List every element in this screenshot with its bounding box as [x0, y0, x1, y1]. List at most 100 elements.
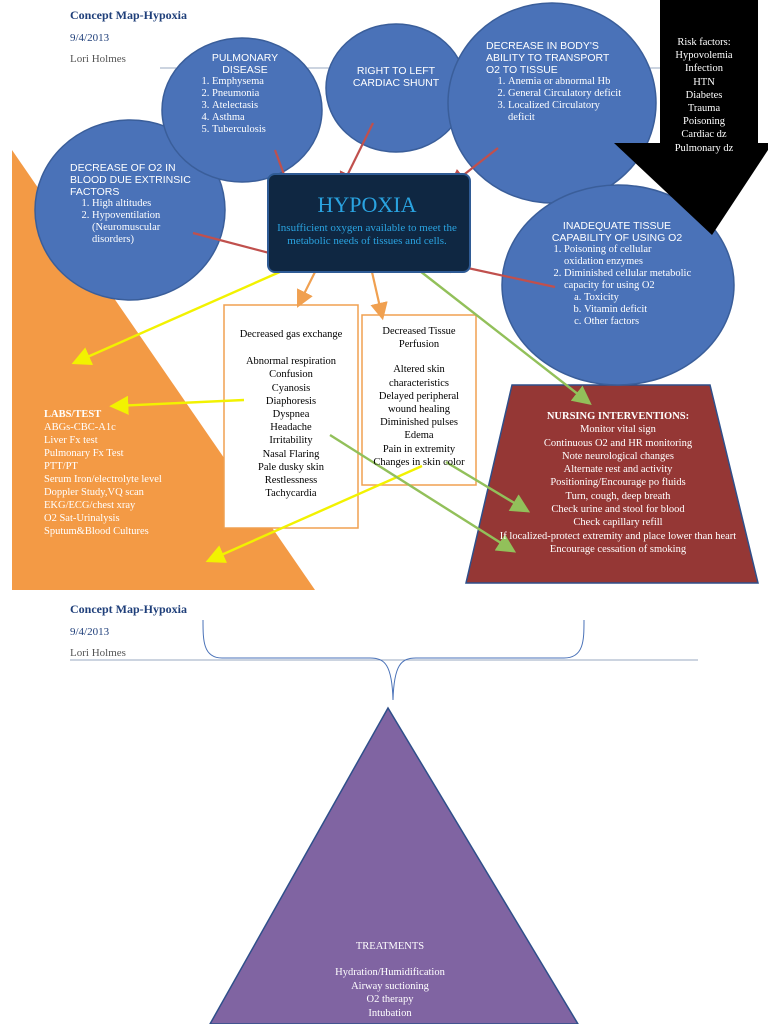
list-item: Abnormal respiration	[245, 356, 337, 368]
list-item: Pulmonary dz	[674, 142, 734, 154]
list-item: Hypoventilation (Neuromuscular disorders…	[92, 210, 200, 246]
list-item-text: Diminished cellular metabolic capacity f…	[564, 268, 692, 291]
header2-date: 9/4/2013	[70, 626, 110, 638]
list-item: Note neurological changes	[562, 450, 674, 462]
list-item: Changes in skin color	[373, 456, 465, 468]
list-item: Monitor vital sign	[580, 424, 656, 436]
list-item: Poisoning	[682, 116, 725, 128]
list-item: Infection	[685, 63, 723, 75]
list-item: Poisoning of cellular oxidation enzymes	[564, 244, 692, 268]
list-item: Pneumonia	[212, 88, 300, 100]
list-item: Check capillary refill	[573, 517, 663, 529]
list-item: Airway suctioning	[351, 980, 429, 992]
arrow-hypoxia-labs	[71, 269, 283, 365]
list-item: Sputum&Blood Cultures	[44, 526, 149, 537]
pulmonary-ellipse	[161, 37, 323, 183]
risk-factors: Risk factors: Hypovolemia Infection HTN …	[664, 36, 744, 155]
list-item: Liver Fx test	[44, 435, 98, 446]
perfusion-box: Decreased Tissue Perfusion Altered skin …	[364, 325, 474, 469]
hypoxia-subtitle: Insufficient oxygen available to meet th…	[277, 222, 457, 247]
transport-node: DECREASE IN BODY'S ABILITY TO TRANSPORT …	[486, 40, 626, 124]
list-item: Check urine and stool for blood	[551, 504, 685, 516]
list-item: Altered skin characteristics	[388, 364, 450, 389]
list-item: EKG/ECG/chest xray	[44, 500, 136, 511]
hypoxia-title: HYPOXIA	[317, 192, 417, 217]
arrow-hypoxia-gas	[297, 271, 316, 308]
list-item: General Circulatory deficit	[508, 88, 626, 100]
treatments-list: TREATMENTS Hydration/Humidification Airw…	[300, 940, 480, 1020]
list-item: Anemia or abnormal Hb	[508, 76, 626, 88]
list-item: Atelectasis	[212, 100, 300, 112]
list-item: Intubation	[368, 1007, 412, 1019]
list-item: High altitudes	[92, 198, 200, 210]
brace	[202, 619, 585, 701]
arrow-gas-nursing	[329, 433, 517, 553]
gas-exchange-box: Decreased gas exchange Abnormal respirat…	[226, 328, 356, 500]
list-item: O2 Sat-Urinalysis	[44, 513, 120, 524]
header2-author: Lori Holmes	[70, 647, 126, 659]
list-item: O2 therapy	[366, 994, 414, 1006]
arrow-hypoxia-nursing	[419, 270, 592, 405]
header-author: Lori Holmes	[70, 53, 126, 65]
list-item: If localized-protect extremity and place…	[499, 530, 737, 542]
list-item: Toxicity	[584, 292, 692, 304]
shunt-node: RIGHT TO LEFT CARDIAC SHUNT	[352, 65, 440, 89]
inadequate-node: INADEQUATE TISSUE CAPABILITY OF USING O2…	[542, 220, 692, 328]
list-item: Cyanosis	[271, 382, 311, 394]
gas-exchange-box-border	[223, 304, 359, 529]
decrease-node: DECREASE OF O2 IN BLOOD DUE EXTRINSIC FA…	[70, 162, 200, 246]
list-item: Pulmonary Fx Test	[44, 448, 124, 459]
labs-title: LABS/TEST	[44, 409, 102, 420]
list-item: ABGs-CBC-A1c	[44, 422, 116, 433]
pulmonary-list: Emphysema Pneumonia Atelectasis Asthma T…	[190, 76, 300, 136]
perfusion-title: Decreased Tissue Perfusion	[382, 326, 456, 351]
list-item: Hydration/Humidification	[335, 967, 445, 979]
list-item: Emphysema	[212, 76, 300, 88]
nursing-list: NURSING INTERVENTIONS: Monitor vital sig…	[498, 410, 738, 556]
pulmonary-node: PULMONARY DISEASE Emphysema Pneumonia At…	[190, 52, 300, 136]
list-item: Diaphoresis	[265, 395, 317, 407]
transport-title: DECREASE IN BODY'S ABILITY TO TRANSPORT …	[486, 40, 610, 76]
list-item: Irritability	[269, 435, 313, 447]
inadequate-title: INADEQUATE TISSUE CAPABILITY OF USING O2	[551, 220, 683, 244]
list-item: Delayed peripheral wound healing	[378, 390, 460, 416]
nursing-trapezoid	[465, 384, 759, 584]
list-item: Tuberculosis	[212, 124, 300, 136]
list-item: Dyspnea	[272, 409, 310, 421]
list-item: Localized Circulatory deficit	[508, 100, 626, 124]
list-item: Asthma	[212, 112, 300, 124]
list-item: Pale dusky skin	[258, 461, 324, 473]
list-item: Alternate rest and activity	[563, 464, 673, 476]
list-item: Encourage cessation of smoking	[549, 543, 687, 555]
list-item: Vitamin deficit	[584, 304, 692, 316]
pulmonary-title: PULMONARY DISEASE	[211, 52, 279, 76]
list-item: Edema	[404, 430, 434, 442]
list-item: Diminished pulses	[380, 417, 458, 429]
list-item: Cardiac dz	[681, 129, 727, 141]
treatment-triangle	[209, 706, 579, 1024]
arrow-hypoxia-perfusion	[370, 271, 388, 321]
decrease-list: High altitudes Hypoventilation (Neuromus…	[70, 198, 200, 246]
decrease-title: DECREASE OF O2 IN BLOOD DUE EXTRINSIC FA…	[70, 162, 191, 198]
list-item: Trauma	[687, 103, 721, 115]
inadequate-ellipse	[501, 184, 735, 386]
list-item: Confusion	[269, 369, 313, 381]
list-item: PTT/PT	[44, 461, 78, 472]
list-item: Nasal Flaring	[262, 448, 320, 460]
list-item: Serum Iron/electrolyte level	[44, 474, 162, 485]
list-item: Headache	[270, 422, 312, 434]
list-item: Diminished cellular metabolic capacity f…	[564, 268, 692, 328]
labs-list: LABS/TEST ABGs-CBC-A1c Liver Fx test Pul…	[44, 408, 162, 538]
arrow-perfusion-labs	[205, 464, 423, 563]
arrow-perfusion-nursing	[445, 460, 531, 513]
list-item: Doppler Study,VQ scan	[44, 487, 144, 498]
list-item: Turn, cough, deep breath	[565, 490, 671, 502]
inadequate-sublist: Toxicity Vitamin deficit Other factors	[564, 292, 692, 328]
header-date: 9/4/2013	[70, 32, 110, 44]
list-item: Pain in extremity	[382, 443, 456, 455]
header2-title: Concept Map-Hypoxia	[70, 602, 187, 616]
treatments-title: TREATMENTS	[355, 941, 425, 952]
list-item: Diabetes	[685, 89, 723, 101]
